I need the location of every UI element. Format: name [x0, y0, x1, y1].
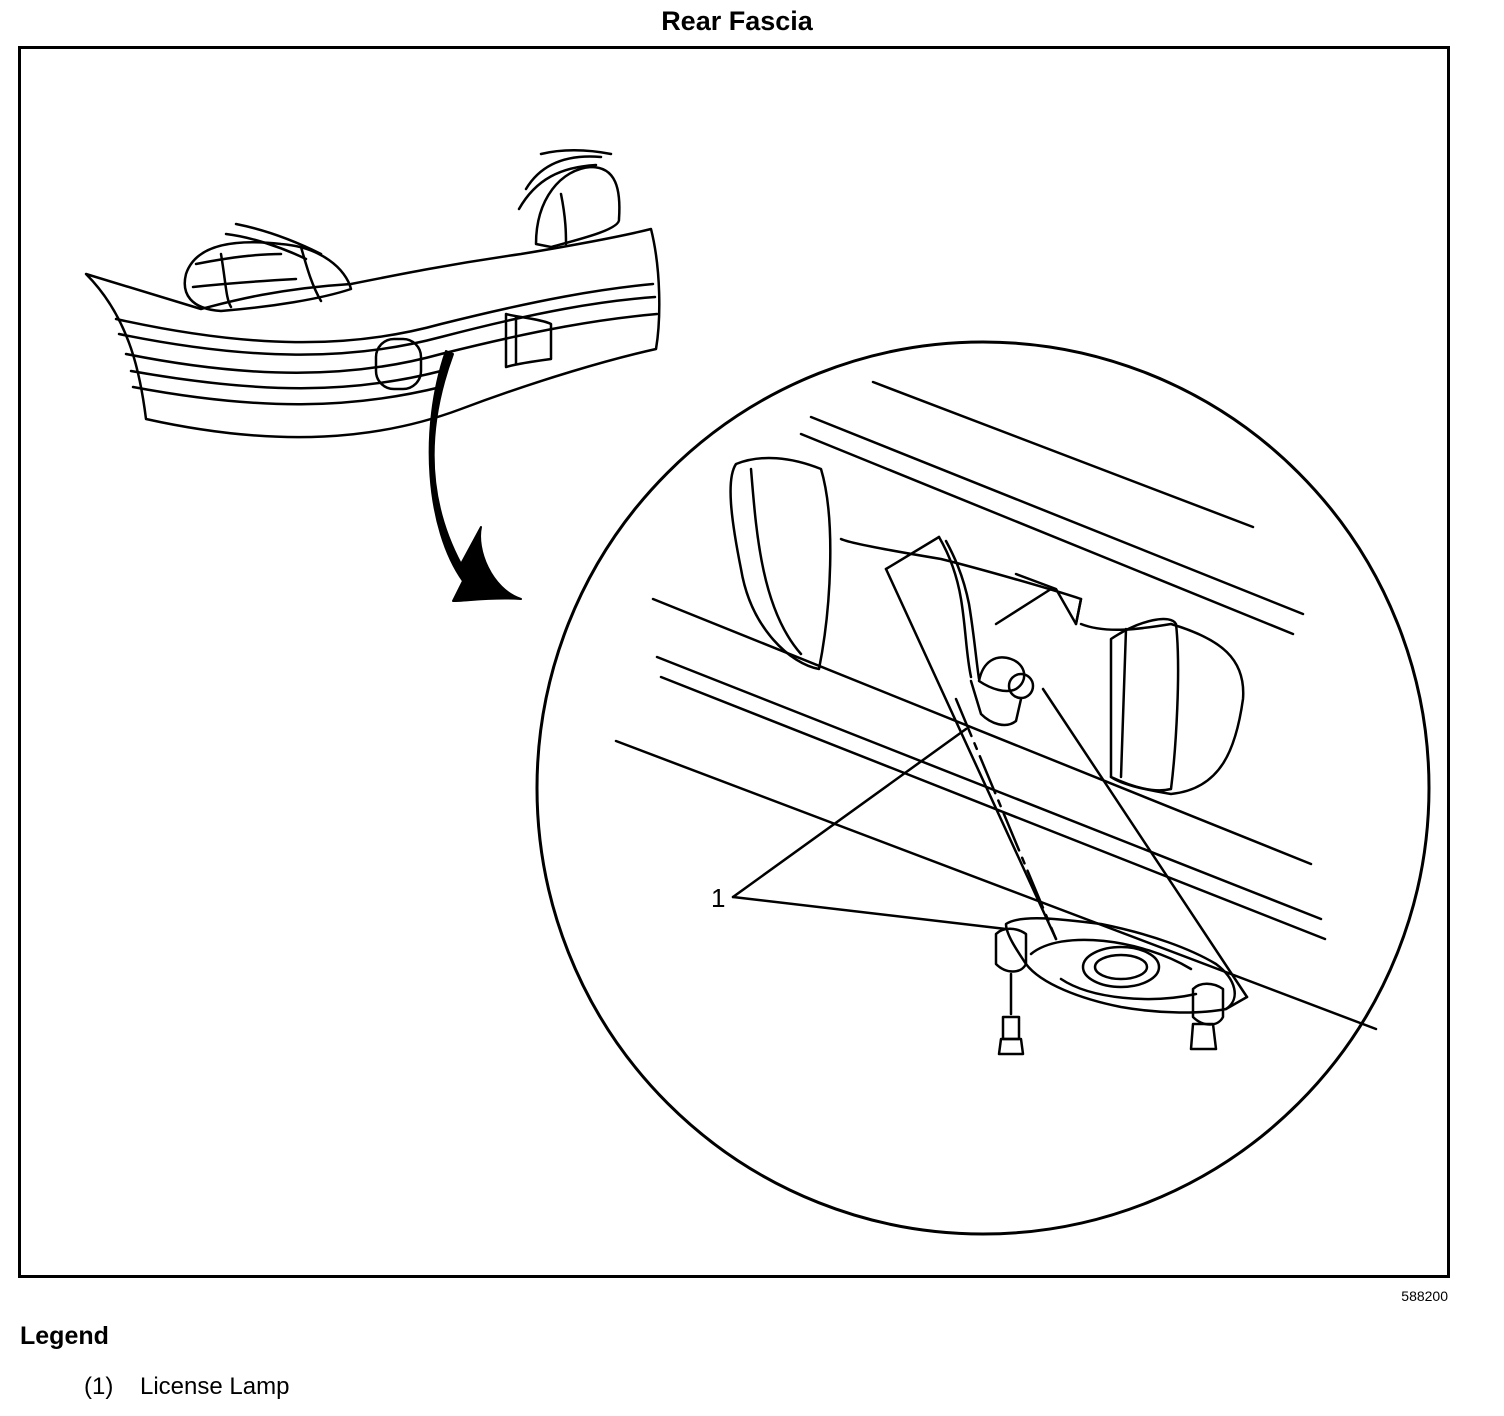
- legend-item: (1) License Lamp: [84, 1373, 289, 1401]
- legend-item-number: (1): [84, 1373, 114, 1400]
- license-lamp-housing: [1004, 916, 1236, 1014]
- illustration-frame: 1: [18, 46, 1450, 1278]
- legend-item-label: License Lamp: [140, 1373, 290, 1400]
- left-tail-lamp: [183, 241, 353, 313]
- detail-view-circle: [535, 340, 1431, 1236]
- callout-number: 1: [711, 883, 725, 913]
- pocket-left-lens: [729, 456, 832, 671]
- screw-right: [1189, 1022, 1218, 1051]
- figure-number: 588200: [1401, 1288, 1448, 1304]
- lamp-bulb: [1007, 672, 1035, 700]
- screw-left: [1001, 1015, 1021, 1041]
- right-tail-lamp: [534, 165, 621, 249]
- detail-view: [614, 380, 1378, 1056]
- bumper-overview: [84, 149, 661, 439]
- figure-title: Rear Fascia: [661, 6, 813, 36]
- rear-fascia-illustration: 1: [84, 149, 1431, 1236]
- lamp-socket: [977, 656, 1026, 693]
- pointer-arrow-icon: [428, 350, 522, 602]
- lamp-wire: [937, 535, 973, 679]
- pocket-right-lens: [1109, 617, 1180, 792]
- legend-heading: Legend: [20, 1322, 109, 1350]
- license-pocket: [374, 337, 423, 391]
